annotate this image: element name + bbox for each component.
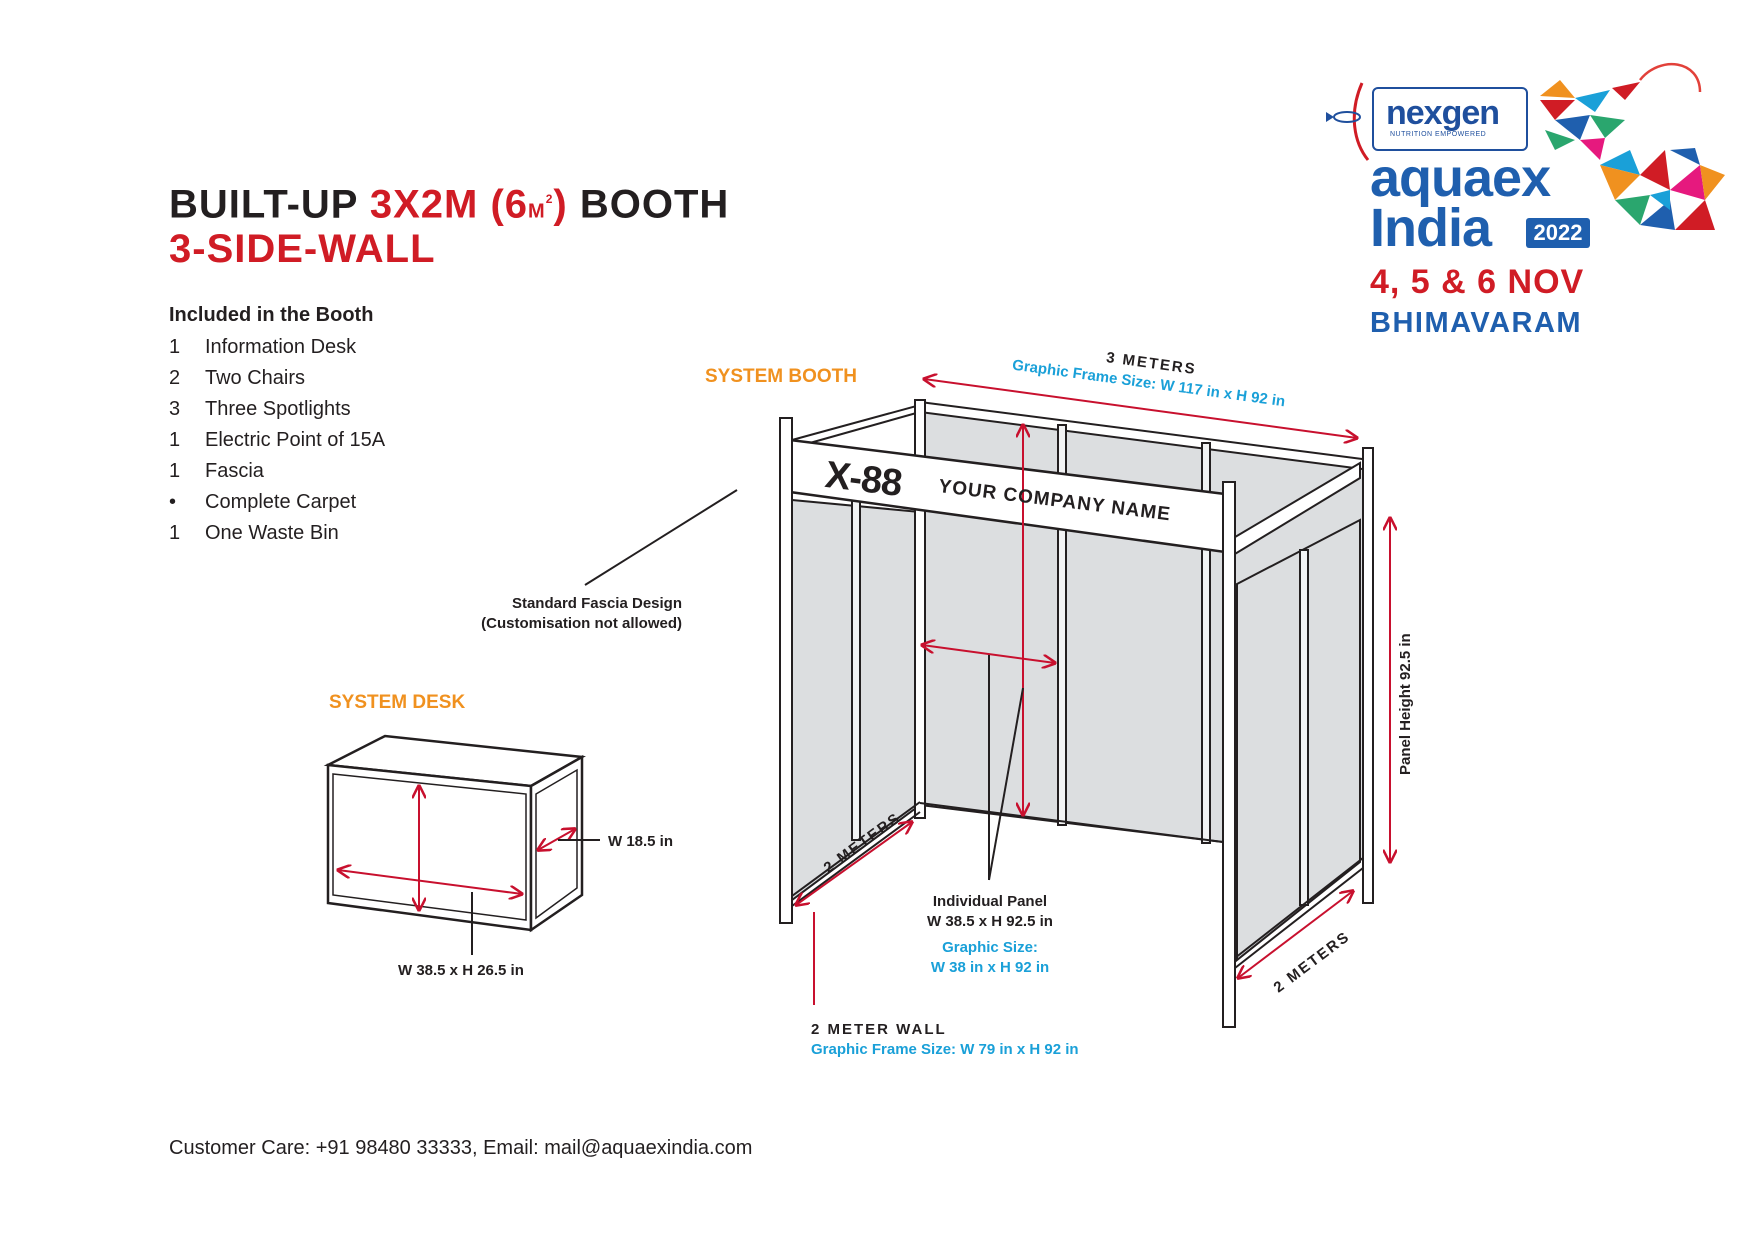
event-name-line1: aquaex (1370, 148, 1551, 208)
panel-line2: W 38.5 x H 92.5 in (927, 913, 1053, 930)
included-list: 1 Information Desk 2 Two Chairs 3 Three Spo… (169, 332, 385, 549)
dimension-arrows (796, 379, 1390, 1005)
front-right-post (1222, 481, 1236, 1028)
event-year-badge: 2022 (1526, 218, 1590, 248)
item-qty: 1 (169, 336, 181, 358)
fascia-leader-line (584, 489, 738, 586)
fascia-number: X-88 (822, 454, 904, 505)
nexgen-logo (1372, 87, 1528, 151)
fascia-note-line2: (Customisation not allowed) (481, 615, 682, 632)
item-qty: 1 (169, 522, 181, 544)
wall-label: 2 METER WALL (811, 1021, 947, 1038)
footer-contact: Customer Care: +91 98480 33333, Email: m… (169, 1137, 753, 1159)
right-depth-arrow (1238, 891, 1353, 978)
item-qty: 1 (169, 429, 181, 451)
nexgen-tagline: NUTRITION EMPOWERED (1390, 131, 1487, 138)
system-desk (323, 734, 586, 933)
title-booth: BOOTH (567, 182, 730, 227)
panel-leader-line (988, 687, 1024, 881)
item-label: Electric Point of 15A (205, 429, 386, 451)
panel-height-label: Panel Height 92.5 in (1397, 633, 1414, 775)
item-label: Three Spotlights (205, 398, 351, 420)
desk-dimension-arrows (338, 786, 575, 910)
back-left-post (914, 399, 926, 819)
fascia-note: Standard Fascia Design (Customisation no… (440, 594, 682, 634)
front-left-post (779, 417, 793, 924)
event-venue: BHIMAVARAM (1370, 307, 1583, 339)
included-heading: Included in the Booth (169, 304, 374, 326)
right-wall-panel (1236, 518, 1361, 963)
panel-line1: Individual Panel (932, 893, 1048, 910)
desk-side-inner (535, 768, 578, 920)
individual-panel-note: Individual Panel W 38.5 x H 92.5 in Grap… (890, 892, 1090, 978)
title-size: 3X2M (369, 182, 479, 227)
list-item: 3 Three Spotlights (169, 394, 385, 425)
list-item: 1 Information Desk (169, 332, 385, 363)
desk-size-label: W 38.5 x H 26.5 in (398, 962, 524, 979)
back-bottom-rail (919, 802, 1224, 843)
item-label: Two Chairs (205, 367, 306, 389)
system-desk-label: SYSTEM DESK (329, 692, 466, 713)
title-area-sup: 2 (545, 192, 554, 206)
title-area-unit: M (528, 200, 546, 223)
item-label: Information Desk (205, 336, 357, 358)
title-text: BUILT-UP (169, 182, 370, 227)
list-item: 2 Two Chairs (169, 363, 385, 394)
aquaex-fish-logo-icon (1540, 62, 1725, 230)
title-area-close: ) (553, 182, 568, 227)
desk-depth-label: W 18.5 in (608, 833, 674, 850)
item-qty: 3 (169, 398, 181, 420)
desk-side (529, 754, 584, 933)
desk-depth-arrow (538, 829, 575, 850)
left-depth-arrow (796, 822, 912, 905)
desk-width-arrow (338, 870, 522, 894)
wall-note: 2 METER WALL Graphic Frame Size: W 79 in… (811, 1020, 1079, 1060)
list-item: 1 Fascia (169, 456, 385, 487)
system-booth-label: SYSTEM BOOTH (705, 366, 858, 387)
item-label: Fascia (205, 460, 264, 482)
item-label: One Waste Bin (205, 522, 339, 544)
item-qty: 2 (169, 367, 181, 389)
event-name-line2: India (1370, 198, 1492, 258)
back-right-post (1362, 447, 1374, 904)
event-dates: 4, 5 & 6 NOV (1370, 263, 1585, 301)
list-item: 1 One Waste Bin (169, 518, 385, 549)
desk-front-inner (332, 773, 527, 921)
page-title: BUILT-UP 3X2M (6M2) BOOTH (169, 177, 729, 233)
nexgen-logo-icon (1326, 82, 1370, 161)
top-width-arrow (924, 379, 1357, 438)
wall-graphic-label: Graphic Frame Size: W 79 in x H 92 in (811, 1041, 1079, 1058)
fascia-note-line1: Standard Fascia Design (511, 595, 682, 612)
page-subtitle: 3-SIDE-WALL (169, 227, 436, 271)
list-item: 1 Electric Point of 15A (169, 425, 385, 456)
nexgen-wordmark: nexgen (1386, 94, 1500, 132)
panel-graphic-line2: W 38 in x H 92 in (930, 959, 1050, 976)
list-item: • Complete Carpet (169, 487, 385, 518)
panel-graphic-line1: Graphic Size: (942, 939, 1038, 956)
item-qty: • (169, 491, 177, 513)
item-label: Complete Carpet (205, 491, 357, 513)
item-qty: 1 (169, 460, 181, 482)
desk-front (326, 763, 533, 932)
title-area-open: (6 (478, 182, 529, 227)
left-wall-post (851, 499, 861, 841)
right-wall-post (1299, 549, 1309, 906)
panel-width-arrow (922, 645, 1055, 663)
